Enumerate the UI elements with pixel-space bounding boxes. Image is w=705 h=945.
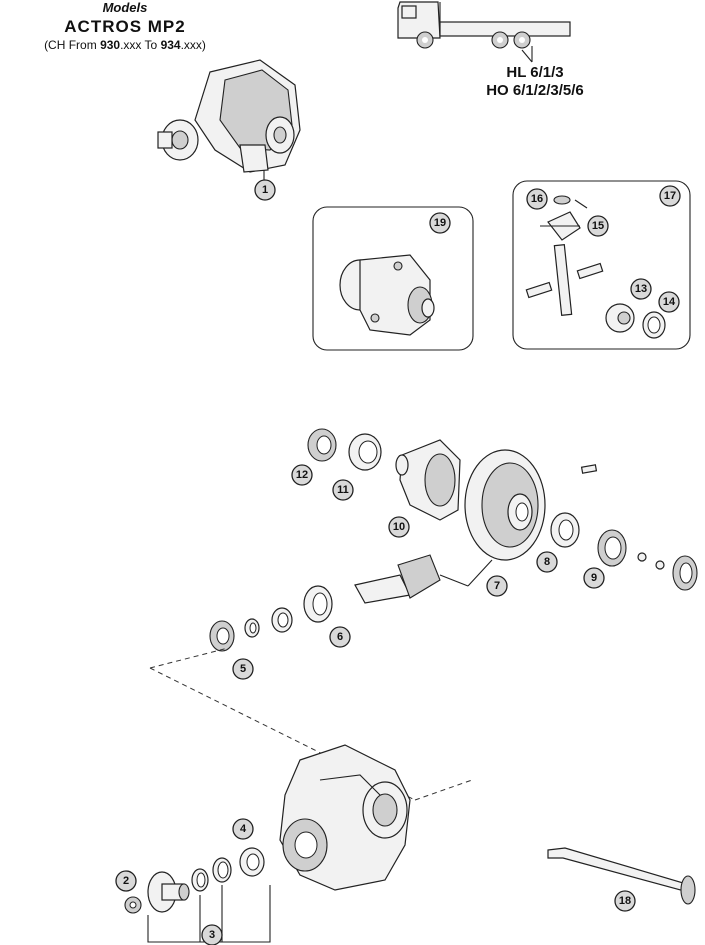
variant-hl: HL 6/1/3	[506, 64, 564, 81]
callout-15: 15	[587, 215, 609, 237]
svg-text:12: 12	[296, 469, 308, 481]
washer	[244, 618, 260, 638]
callout-18: 18	[614, 890, 636, 912]
nut-2	[124, 896, 142, 914]
model-name: ACTROS MP2	[64, 17, 186, 36]
bearing-6	[303, 585, 333, 623]
differential-gears-box	[512, 180, 691, 350]
svg-text:11: 11	[337, 484, 349, 496]
svg-text:14: 14	[663, 296, 676, 308]
svg-text:5: 5	[240, 663, 246, 675]
chassis-from: 930	[100, 38, 121, 52]
variant-ho: HO 6/1/2/3/5/6	[486, 82, 584, 99]
seal-4	[239, 847, 265, 877]
callout-13: 13	[630, 278, 652, 300]
flange	[147, 871, 190, 913]
callout-11: 11	[332, 479, 354, 501]
callout-19: 19	[429, 212, 451, 234]
callout-9: 9	[583, 567, 605, 589]
svg-text:2: 2	[123, 875, 129, 887]
svg-text:7: 7	[494, 580, 500, 592]
svg-text:9: 9	[591, 572, 597, 584]
callout-17: 17	[659, 185, 681, 207]
chassis-suffix: .xxx)	[180, 38, 206, 52]
svg-text:18: 18	[619, 895, 631, 907]
svg-text:19: 19	[434, 217, 446, 229]
bearing-cup-8	[550, 512, 580, 548]
chassis-prefix: (CH From	[44, 38, 101, 52]
callout-4: 4	[232, 818, 254, 840]
callout-3: 3	[201, 924, 223, 945]
ring	[212, 857, 232, 883]
chassis-to: 934	[160, 38, 181, 52]
svg-text:1: 1	[262, 184, 268, 196]
callout-10: 10	[388, 516, 410, 538]
axle-drive-assembly	[157, 59, 301, 180]
differential-box	[312, 206, 474, 351]
truck-icon	[397, 1, 571, 63]
crown-wheel-7	[464, 449, 546, 561]
svg-text:13: 13	[635, 283, 647, 295]
bearing-cup-11	[348, 433, 382, 471]
callout-1: 1	[254, 179, 276, 201]
callout-8: 8	[536, 551, 558, 573]
svg-text:6: 6	[337, 631, 343, 643]
pinion-shaft	[354, 554, 493, 604]
svg-text:17: 17	[664, 190, 676, 202]
bearing-5	[209, 620, 235, 652]
axle-shaft	[547, 847, 696, 905]
bolt	[580, 464, 598, 474]
spacer	[271, 607, 293, 633]
models-label: Models	[102, 0, 148, 15]
callout-2: 2	[115, 870, 137, 892]
axle-housing	[279, 744, 411, 891]
ring-2	[191, 868, 209, 892]
callout-6: 6	[329, 626, 351, 648]
bearing-12	[307, 428, 337, 462]
bearing-9	[597, 529, 627, 567]
callout-14: 14	[658, 291, 680, 313]
callout-7: 7	[486, 575, 508, 597]
svg-text:15: 15	[592, 220, 604, 232]
svg-text:10: 10	[393, 521, 405, 533]
chassis-range: (CH From 930.xxx To 934.xxx)	[0, 38, 250, 52]
chassis-mid: .xxx To	[120, 38, 161, 52]
callout-16: 16	[526, 188, 548, 210]
callout-12: 12	[291, 464, 313, 486]
lock-parts	[637, 552, 698, 591]
svg-text:4: 4	[240, 823, 247, 835]
svg-text:3: 3	[209, 929, 215, 941]
svg-text:8: 8	[544, 556, 550, 568]
diff-case-10	[395, 439, 461, 521]
callout-5: 5	[232, 658, 254, 680]
svg-text:16: 16	[531, 193, 543, 205]
